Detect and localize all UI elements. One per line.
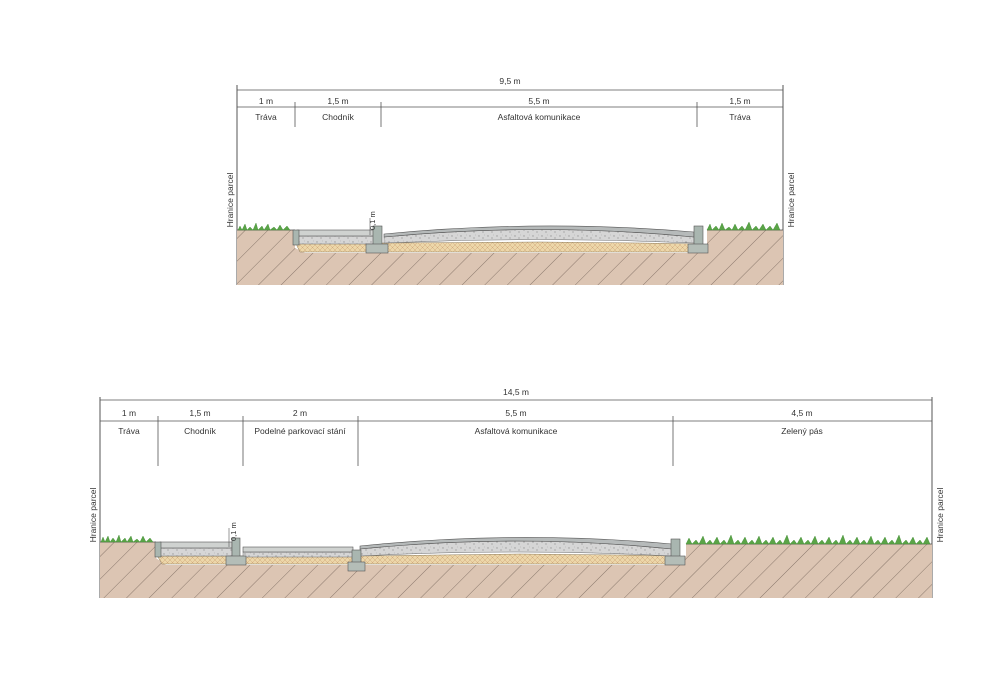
section-1-curb-left-small xyxy=(292,229,300,246)
section-2-label-green-strip: Zelený pás xyxy=(781,426,823,436)
section-2-sidewalk-gravel xyxy=(159,547,233,557)
section-1-curb-right xyxy=(693,225,704,247)
section-1-label-grass-right: Tráva xyxy=(729,112,751,122)
section-1-dim-road: 5,5 m xyxy=(528,96,549,106)
section-1-label-road: Asfaltová komunikace xyxy=(498,112,581,122)
section-2-curb-right xyxy=(670,538,681,559)
section-2-dim-road: 5,5 m xyxy=(505,408,526,418)
grass-icon xyxy=(685,534,931,545)
section-1-dim-sidewalk: 1,5 m xyxy=(327,96,348,106)
section-2-curb-parking-footing xyxy=(347,561,366,572)
section-2-label-sidewalk: Chodník xyxy=(184,426,216,436)
section-1-curb-right-footing xyxy=(687,243,709,254)
section-2-curb-left-small xyxy=(154,541,162,558)
section-1-dim-grass-left: 1 m xyxy=(259,96,273,106)
grass-icon xyxy=(706,221,781,231)
section-1-curb-height: 0,1 m xyxy=(368,211,377,230)
section-1: 9,5 m 1 m 1,5 m 5,5 m 1,5 m Tráva Chodní… xyxy=(225,76,796,285)
section-2-parking-paving xyxy=(242,546,354,553)
section-2-parcel-boundary-left: Hranice parcel xyxy=(88,487,98,542)
section-2-parcel-boundary-right: Hranice parcel xyxy=(935,487,945,542)
section-1-soil xyxy=(237,230,783,285)
grass-icon xyxy=(237,222,291,231)
section-1-label-grass-left: Tráva xyxy=(255,112,277,122)
section-2-curb-right-footing xyxy=(664,555,686,566)
section-2-soil xyxy=(100,542,932,598)
section-1-curb-middle-footing xyxy=(365,243,389,254)
section-2-dim-grass: 1 m xyxy=(122,408,136,418)
section-1-sidewalk-gravel xyxy=(296,235,376,245)
section-2-label-road: Asfaltová komunikace xyxy=(475,426,558,436)
section-2-label-grass: Tráva xyxy=(118,426,140,436)
section-2-label-parking: Podelné parkovací stání xyxy=(254,426,346,436)
section-2-curb-sidewalk-footing xyxy=(225,555,247,566)
section-2-curb-height: 0,1 m xyxy=(229,522,238,541)
section-1-dim-grass-right: 1,5 m xyxy=(729,96,750,106)
section-2-total-width: 14,5 m xyxy=(503,387,529,397)
section-2-parking-gravel xyxy=(242,551,354,558)
section-1-parcel-boundary-left: Hranice parcel xyxy=(225,172,235,227)
section-1-parcel-boundary-right: Hranice parcel xyxy=(786,172,796,227)
section-2-dim-sidewalk: 1,5 m xyxy=(189,408,210,418)
section-1-total-width: 9,5 m xyxy=(499,76,520,86)
section-1-label-sidewalk: Chodník xyxy=(322,112,354,122)
grass-icon xyxy=(100,534,154,543)
section-1-sidewalk-paving xyxy=(296,229,376,237)
section-2-dim-green-strip: 4,5 m xyxy=(791,408,812,418)
section-2-dim-parking: 2 m xyxy=(293,408,307,418)
section-2-sidewalk-paving xyxy=(159,541,233,549)
section-2: 14,5 m 1 m 1,5 m 2 m 5,5 m 4,5 m Tráva C… xyxy=(88,387,945,598)
